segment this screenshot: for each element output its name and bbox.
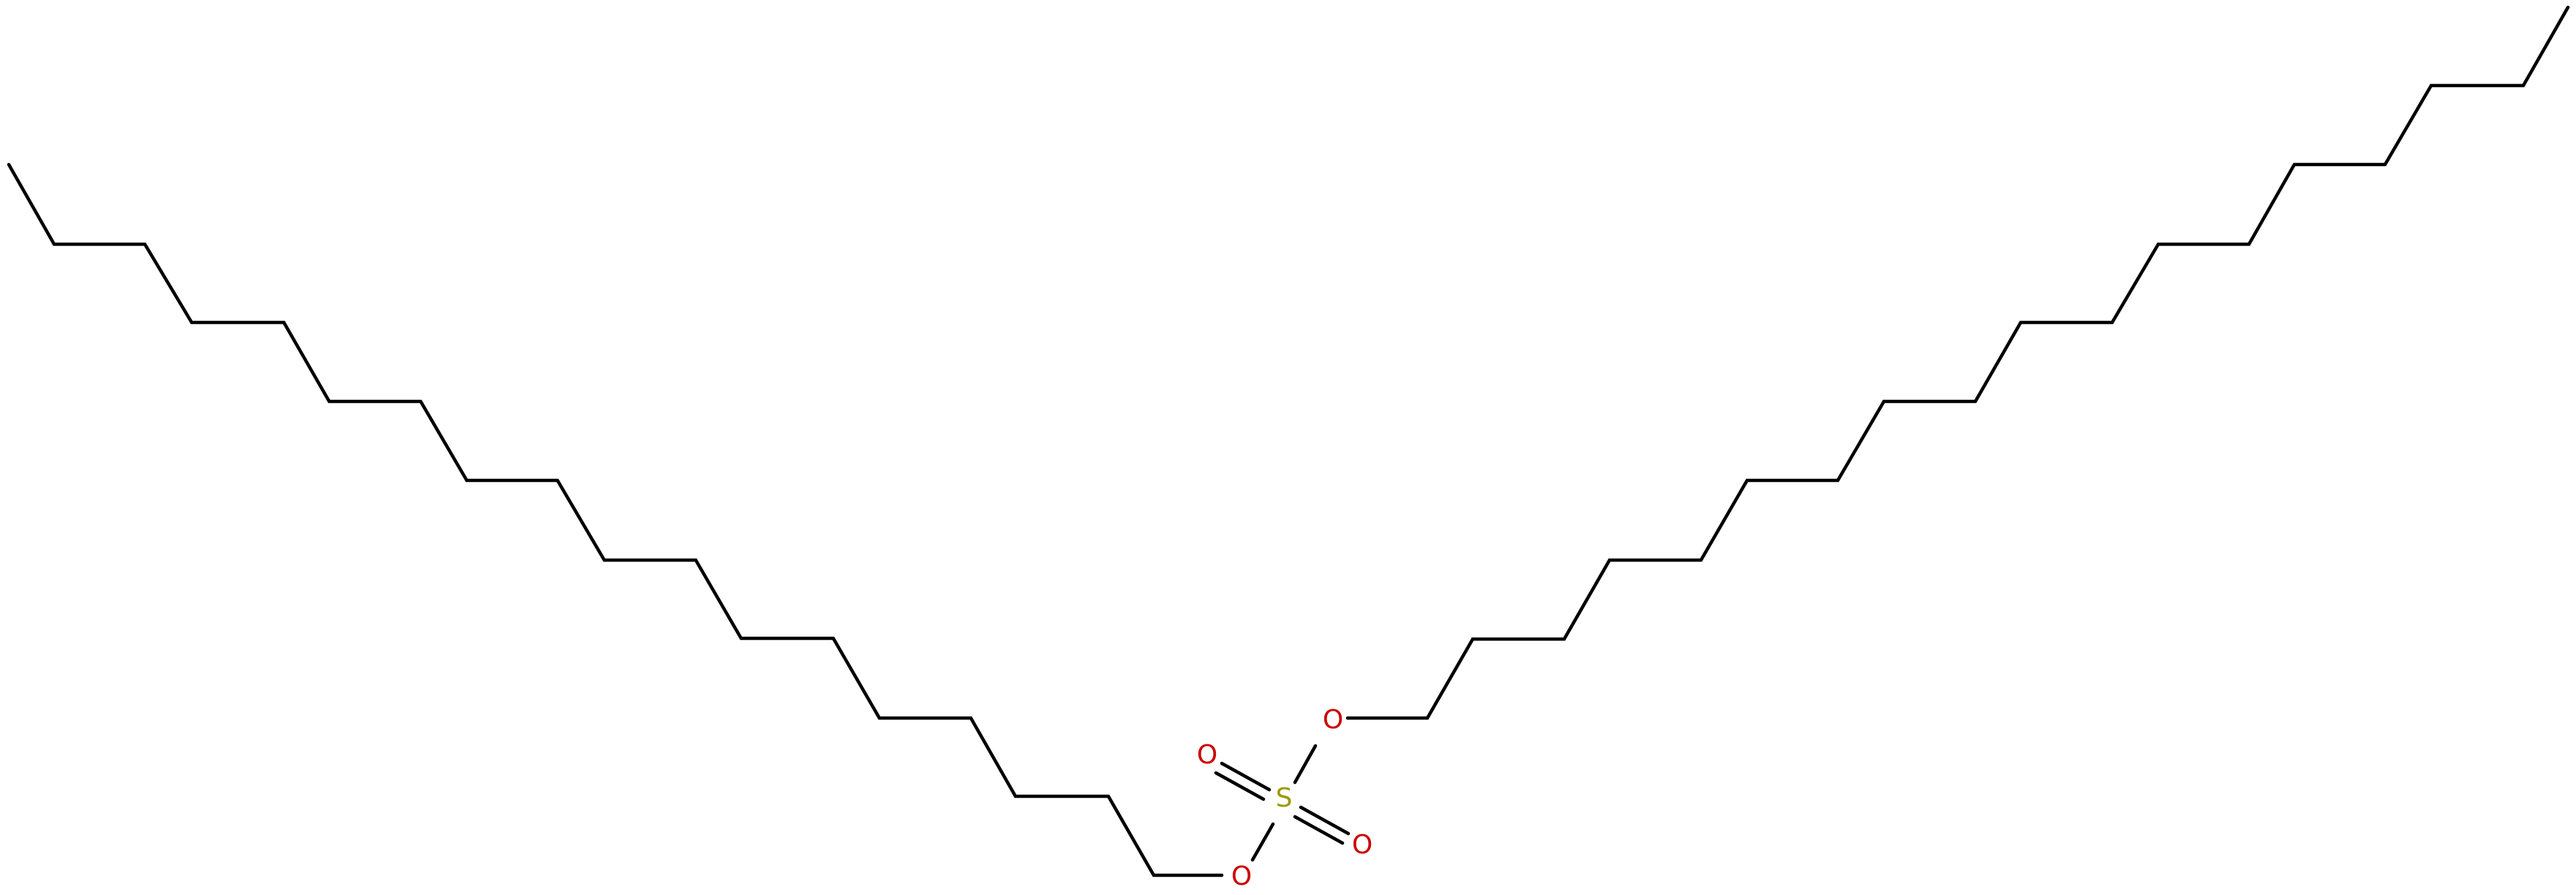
double-bond-s-o-left-b: [1214, 771, 1266, 801]
bond-o-s-lower: [1250, 822, 1275, 862]
left-alkyl-chain: [7, 162, 1224, 877]
sulfur-label: S: [1276, 783, 1293, 813]
bond-s-o-upper: [1293, 744, 1318, 785]
ester-oxygen-lower-label: O: [1231, 861, 1252, 891]
oxo-oxygen-right-label: O: [1352, 830, 1373, 860]
oxo-oxygen-left-label: O: [1197, 740, 1217, 770]
double-bond-s-o-left-a: [1220, 761, 1272, 792]
right-alkyl-chain: [1345, 5, 2570, 720]
double-bond-s-o-right-b: [1293, 815, 1345, 845]
ester-oxygen-upper-label: O: [1323, 705, 1343, 735]
double-bond-s-o-right-a: [1299, 805, 1351, 836]
